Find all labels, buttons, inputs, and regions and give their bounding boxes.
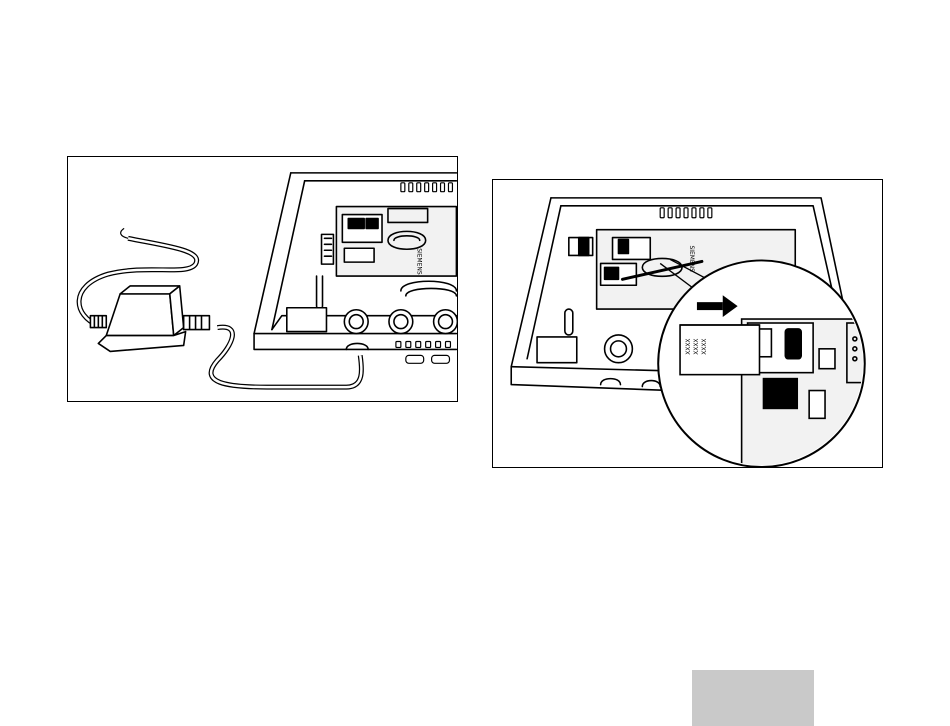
board-brand-label: SIEMENS: [416, 248, 423, 275]
housing-icon: SIEMENS XXXX: [493, 180, 882, 467]
magnifier-circle-icon: XXXX XXXX XXXX: [658, 259, 880, 467]
board-brand-label: SIEMENS: [688, 246, 695, 273]
page-tab: [692, 670, 814, 726]
module-label: XXXX XXXX XXXX: [685, 339, 708, 355]
module-label-line-3: XXXX: [701, 339, 708, 355]
module-label-line-2: XXXX: [693, 339, 700, 355]
housing-icon: SIEMENS: [68, 157, 457, 401]
figure-power-supply: SIEMENS: [67, 156, 458, 402]
figure-module-insertion: SIEMENS XXXX: [492, 179, 883, 468]
module-label-line-1: XXXX: [685, 339, 692, 355]
